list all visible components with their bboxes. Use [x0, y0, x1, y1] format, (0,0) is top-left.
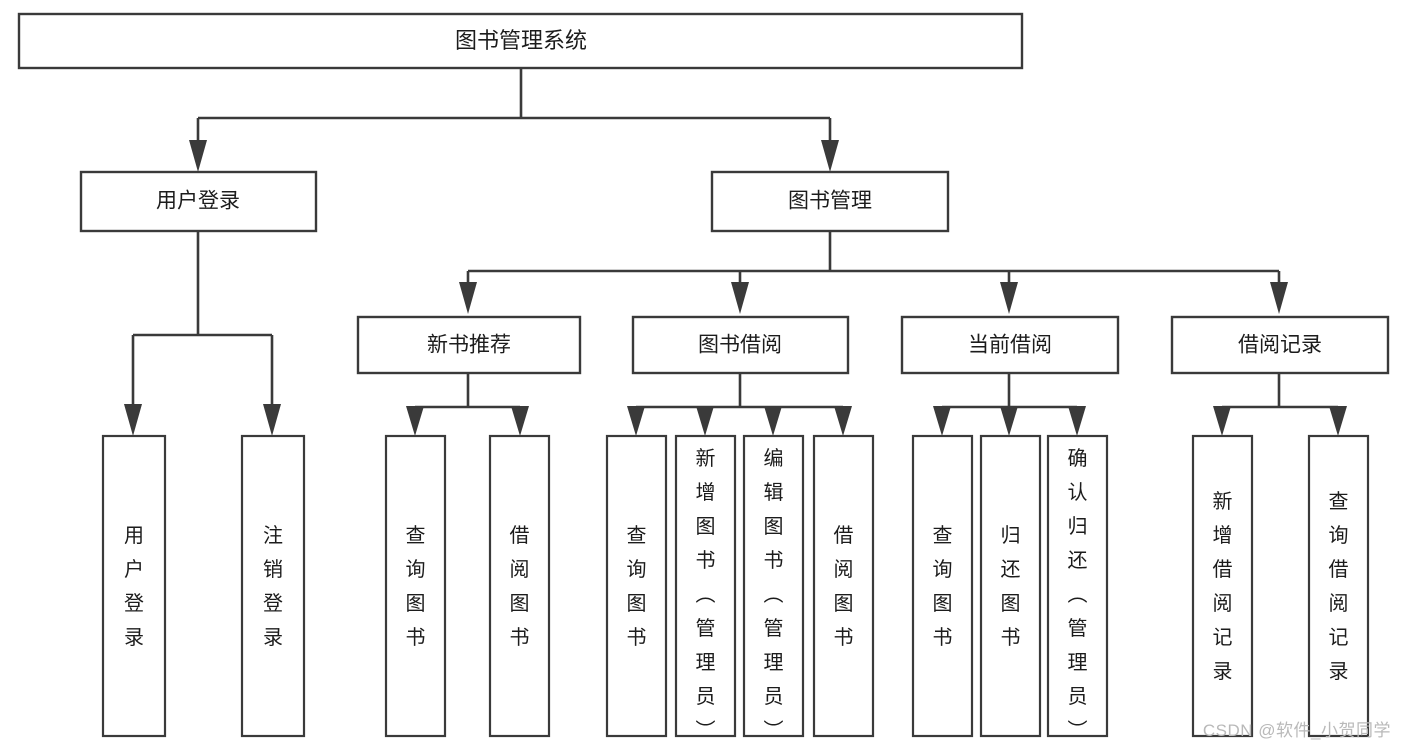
node-current-borrow[interactable]: 当前借阅	[900, 315, 1120, 375]
node-book-borrow-label: 图书借阅	[698, 334, 782, 357]
leaf-node-label: 查询图书	[627, 524, 647, 649]
node-book-manage-label: 图书管理	[788, 190, 872, 213]
node-user-login-label: 用户登录	[156, 190, 240, 213]
arrowhead-cb-leaf-1	[1000, 406, 1018, 436]
leaf-node-label: 借阅图书	[510, 524, 530, 649]
node-root[interactable]: 图书管理系统	[17, 12, 1024, 70]
node-book-manage-box[interactable]	[710, 170, 950, 233]
leaf-node-label: 查询借阅记录	[1329, 490, 1349, 683]
leaf-node-borrow_record-0[interactable]: 新增借阅记录	[1191, 434, 1254, 738]
leaf-node-label: 新增图书︵管理员︶	[696, 447, 716, 742]
leaf-node-label: 查询图书	[933, 524, 953, 649]
node-new-book-rec[interactable]: 新书推荐	[356, 315, 582, 375]
arrowhead-borrow-record	[1270, 282, 1288, 314]
leaf-node-box[interactable]	[674, 434, 737, 738]
leaf-node-label: 查询图书	[406, 524, 426, 649]
arrowhead-nbr-leaf-0	[406, 406, 424, 436]
leaf-node-box[interactable]	[1191, 434, 1254, 738]
leaf-node-label: 注销登录	[263, 524, 283, 649]
leaf-node-label: 用户登录	[124, 525, 144, 649]
leaf-node-box[interactable]	[911, 434, 974, 738]
arrowhead-nbr-leaf-1	[511, 406, 529, 436]
leaf-node-box[interactable]	[384, 434, 447, 738]
leaf-node-box[interactable]	[101, 434, 167, 738]
connector-group-root	[189, 68, 839, 172]
connector-group-book-manage	[459, 231, 1288, 314]
leaf-node-new_book_rec-0[interactable]: 查询图书	[384, 434, 447, 738]
arrowhead-user-login	[189, 140, 207, 172]
node-book-manage[interactable]: 图书管理	[710, 170, 950, 233]
arrowhead-bb-leaf-2	[764, 406, 782, 436]
leaf-node-current_borrow-2[interactable]: 确认归还︵管理员︶	[1046, 434, 1109, 742]
arrowhead-book-manage	[821, 140, 839, 172]
arrowhead-book-borrow	[731, 282, 749, 314]
arrowhead-cb-leaf-2	[1068, 406, 1086, 436]
leaf-node-new_book_rec-1[interactable]: 借阅图书	[488, 434, 551, 738]
arrowhead-new-book-rec	[459, 282, 477, 314]
node-root-label: 图书管理系统	[455, 28, 587, 53]
node-user-login[interactable]: 用户登录	[79, 170, 318, 233]
node-current-borrow-label: 当前借阅	[968, 334, 1052, 357]
leaf-node-box[interactable]	[1046, 434, 1109, 738]
arrowhead-bb-leaf-3	[834, 406, 852, 436]
arrowhead-cb-leaf-0	[933, 406, 951, 436]
arrowhead-bb-leaf-1	[696, 406, 714, 436]
leaf-node-box[interactable]	[1307, 434, 1370, 738]
leaf-node-borrow_record-1[interactable]: 查询借阅记录	[1307, 434, 1370, 738]
arrowhead-bb-leaf-0	[627, 406, 645, 436]
leaf-node-current_borrow-1[interactable]: 归还图书	[979, 434, 1042, 738]
node-new-book-rec-box[interactable]	[356, 315, 582, 375]
leaf-node-box[interactable]	[979, 434, 1042, 738]
node-new-book-rec-label: 新书推荐	[427, 334, 511, 357]
leaf-node-book_borrow-2[interactable]: 编辑图书︵管理员︶	[742, 434, 805, 742]
leaf-node-user_login-0[interactable]: 用户登录	[101, 434, 167, 738]
node-book-borrow[interactable]: 图书借阅	[631, 315, 850, 375]
leaf-node-label: 借阅图书	[834, 524, 854, 649]
node-book-borrow-box[interactable]	[631, 315, 850, 375]
leaf-node-current_borrow-0[interactable]: 查询图书	[911, 434, 974, 738]
node-borrow-record-label: 借阅记录	[1238, 334, 1322, 357]
node-root-box[interactable]	[17, 12, 1024, 70]
connector-group-borrow-record	[1213, 373, 1347, 436]
connector-group-new-book-rec	[406, 373, 529, 436]
leaf-node-box[interactable]	[812, 434, 875, 738]
leaf-node-label: 归还图书	[1001, 524, 1021, 649]
arrowhead-user-login-leaf-1	[263, 404, 281, 436]
leaf-node-book_borrow-0[interactable]: 查询图书	[605, 434, 668, 738]
node-current-borrow-box[interactable]	[900, 315, 1120, 375]
leaf-node-box[interactable]	[488, 434, 551, 738]
leaf-node-label: 编辑图书︵管理员︶	[764, 447, 784, 742]
arrowhead-br-leaf-0	[1213, 406, 1231, 436]
arrowhead-current-borrow	[1000, 282, 1018, 314]
leaf-node-book_borrow-3[interactable]: 借阅图书	[812, 434, 875, 738]
leaf-node-user_login-1[interactable]: 注销登录	[240, 434, 306, 738]
arrowhead-user-login-leaf-0	[124, 404, 142, 436]
leaf-node-label: 新增借阅记录	[1213, 490, 1233, 683]
leaf-node-box[interactable]	[742, 434, 805, 738]
leaf-node-label: 确认归还︵管理员︶	[1068, 447, 1088, 742]
node-user-login-box[interactable]	[79, 170, 318, 233]
leaf-node-layer: 用户登录 注销登录 查询图书 借阅图书 查询图书 新增图书︵管理员︶ 编辑图书︵管理员︶ 借阅…	[101, 434, 1370, 742]
leaf-node-book_borrow-1[interactable]: 新增图书︵管理员︶	[674, 434, 737, 742]
leaf-node-box[interactable]	[605, 434, 668, 738]
connector-group-book-borrow	[627, 373, 852, 436]
arrowhead-br-leaf-1	[1329, 406, 1347, 436]
node-borrow-record[interactable]: 借阅记录	[1170, 315, 1390, 375]
leaf-node-box[interactable]	[240, 434, 306, 738]
node-borrow-record-box[interactable]	[1170, 315, 1390, 375]
connector-group-current-borrow	[933, 373, 1086, 436]
connector-group-user-login	[124, 231, 281, 436]
